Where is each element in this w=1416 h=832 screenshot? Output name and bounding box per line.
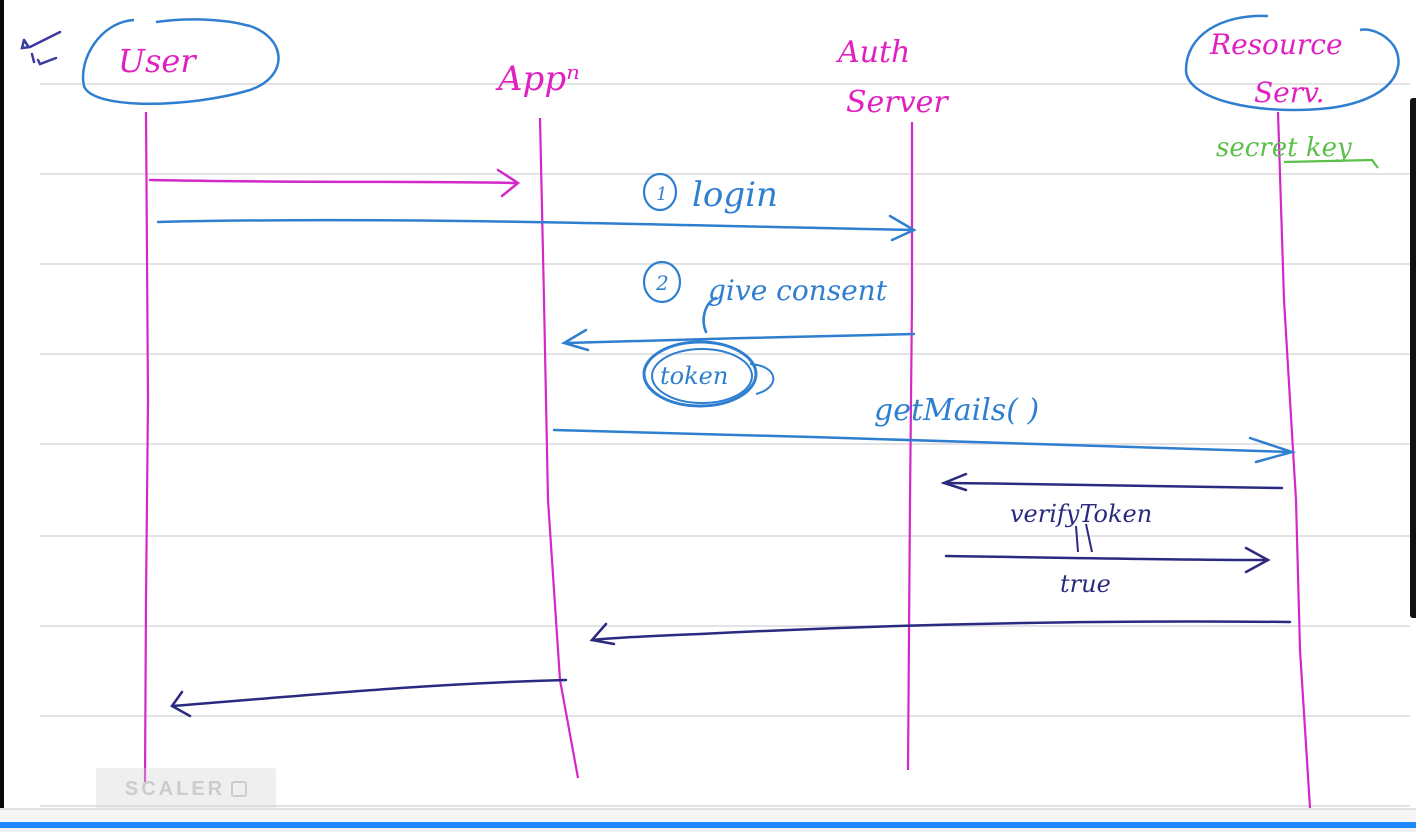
arrow-verify-token xyxy=(940,472,1284,492)
arrow-get-mails xyxy=(552,428,1297,464)
watermark-text: SCALER xyxy=(124,777,226,800)
lifeline-auth xyxy=(906,122,914,771)
video-progress-bar[interactable] xyxy=(0,822,1416,828)
arrow-resource-to-app xyxy=(589,620,1292,646)
video-controls-strip xyxy=(0,808,1416,822)
token-bubble: token xyxy=(642,340,775,408)
actor-label-auth-line2: Server xyxy=(846,85,949,120)
label-give-consent: give consent xyxy=(708,274,888,307)
video-progress-track[interactable] xyxy=(0,828,1416,832)
lifeline-resource xyxy=(1276,111,1312,809)
scaler-watermark: SCALER xyxy=(96,768,276,810)
arrow-app-to-user xyxy=(170,678,568,718)
label-true: true xyxy=(1060,570,1111,598)
margin-check-mark xyxy=(20,30,62,66)
verify-token-loop xyxy=(1075,523,1093,553)
arrow-true xyxy=(944,546,1271,574)
actor-label-app: Appⁿ xyxy=(495,59,580,99)
arrow-give-consent xyxy=(560,296,916,352)
resource-actor-circle xyxy=(1184,14,1400,112)
lifelines xyxy=(143,111,1312,809)
side-panel-edge xyxy=(1410,98,1416,618)
step-2-badge: 2 xyxy=(642,260,682,304)
label-get-mails: getMails( ) xyxy=(874,393,1039,428)
label-verify-token: verifyToken xyxy=(1010,500,1152,528)
user-actor-circle xyxy=(81,18,280,105)
svg-text:1: 1 xyxy=(656,184,667,205)
actor-label-auth-line1: Auth xyxy=(835,35,910,70)
lifeline-app xyxy=(538,117,580,779)
actor-label-user: User xyxy=(118,42,197,80)
svg-text:2: 2 xyxy=(655,271,669,295)
arrow-login xyxy=(156,214,917,242)
step-1-badge: 1 xyxy=(642,172,678,212)
actor-label-resource-line1: Resource xyxy=(1209,28,1343,61)
lifeline-user xyxy=(143,111,150,783)
svg-text:token: token xyxy=(660,362,728,390)
label-login: login xyxy=(692,175,778,215)
screen-left-edge xyxy=(0,0,4,820)
actor-label-resource-line2: Serv. xyxy=(1254,76,1325,109)
arrow-user-to-app xyxy=(148,168,521,198)
watermark-logo-icon xyxy=(231,781,248,797)
ruled-lines xyxy=(40,83,1410,807)
secret-key-underline xyxy=(1283,158,1379,169)
secret-key-note: secret key xyxy=(1216,133,1352,163)
